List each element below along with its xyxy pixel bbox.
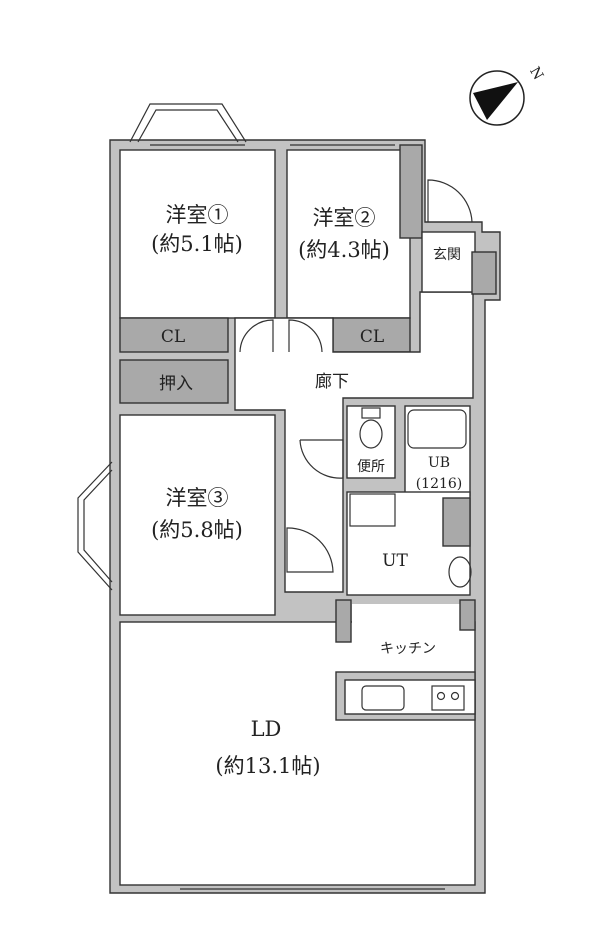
room-western-3: [119, 414, 276, 616]
bay-window-left: [77, 461, 113, 591]
compass-arrow-icon: [473, 82, 518, 120]
north-label: N: [526, 64, 546, 83]
stove-icon: [431, 685, 465, 711]
toilet-tank-icon: [361, 407, 381, 419]
room1-name: 洋室①: [166, 203, 229, 227]
sink-icon: [361, 685, 405, 711]
kitchen-label: キッチン: [380, 641, 436, 657]
compass: N: [469, 64, 546, 126]
oshiire-storage: [119, 359, 229, 404]
kitchen-area: [352, 604, 469, 634]
pillar: [399, 144, 423, 239]
bath-label: UB: [428, 455, 450, 471]
counter-top: [344, 679, 476, 715]
ld-name: LD: [251, 717, 282, 741]
bay-window-left-inner: [83, 469, 113, 583]
kitchen-wall: [335, 599, 352, 643]
room-western-1: [119, 149, 276, 319]
washer-icon: [349, 493, 396, 527]
utility-label: UT: [382, 551, 408, 571]
closet-1: [119, 317, 229, 353]
entrance-door-icon: [427, 179, 473, 223]
door-room1-icon: [239, 319, 274, 353]
living-dining: [119, 621, 476, 886]
oshiire-label: 押入: [159, 374, 193, 394]
hallway-label: 廊下: [315, 372, 349, 392]
closet2-label: CL: [360, 327, 384, 347]
bay-window-top-inner: [137, 109, 239, 143]
burner-icon: [436, 691, 446, 701]
washbasin-icon: [448, 556, 472, 588]
room2-size: (約4.3帖): [298, 238, 390, 262]
bay-window-top: [129, 103, 247, 143]
toilet-icon: [359, 419, 383, 449]
room2-name: 洋室②: [313, 206, 376, 230]
door-toilet-icon: [299, 439, 344, 479]
hallway: [234, 291, 474, 593]
bathtub-icon: [407, 409, 467, 449]
unit-bath: [404, 405, 471, 497]
utility-wall: [442, 497, 471, 547]
burner-icon: [450, 691, 460, 701]
room-western-2: [286, 149, 411, 319]
door-room2-icon: [288, 319, 323, 353]
room3-size: (約5.8帖): [151, 518, 243, 542]
entrance-label: 玄関: [433, 246, 461, 263]
closet1-label: CL: [161, 327, 185, 347]
room1-size: (約5.1帖): [151, 232, 243, 256]
kitchen-wall-right: [459, 599, 476, 631]
toilet-label: 便所: [357, 459, 385, 475]
door-room3-icon: [286, 527, 334, 573]
shoe-cabinet: [471, 251, 497, 295]
room3-name: 洋室③: [166, 486, 229, 510]
ld-size: (約13.1帖): [215, 754, 320, 778]
bath-size: (1216): [416, 476, 463, 492]
